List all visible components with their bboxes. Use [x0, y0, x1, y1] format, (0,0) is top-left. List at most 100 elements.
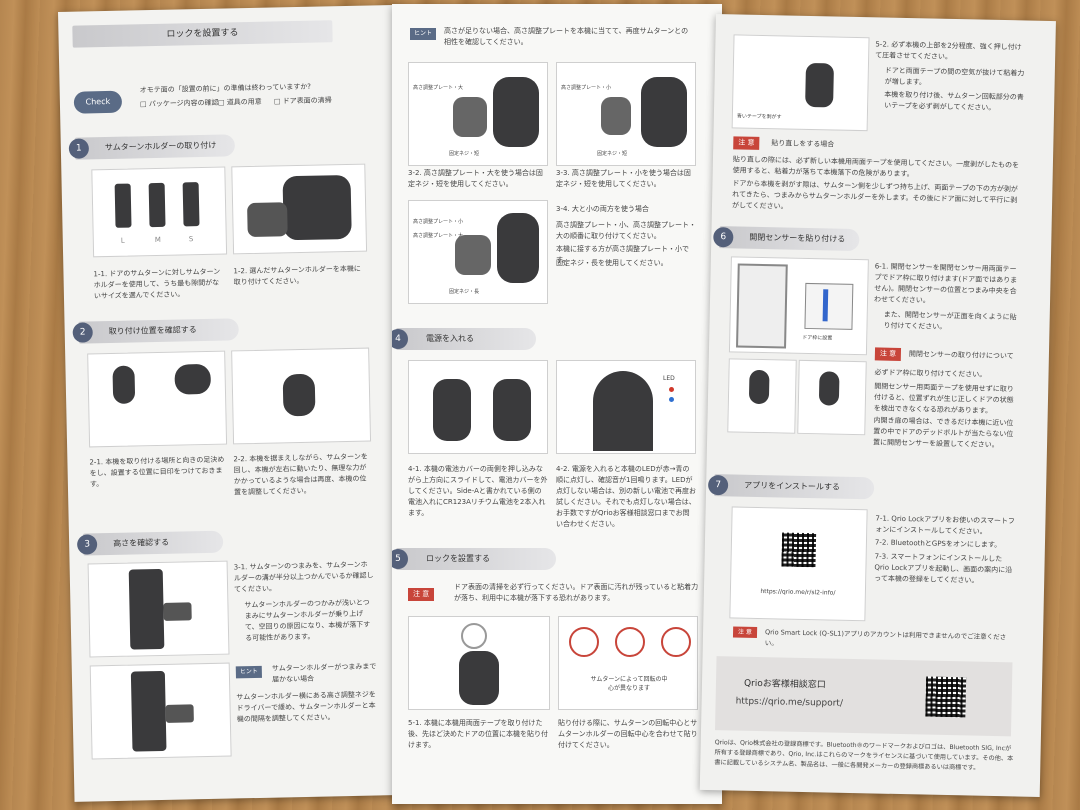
manual-panel-right: 青いテープを剥がす 5-2. 必ず本機の上部を2分程度、強く押し付けて圧着させて… [699, 14, 1056, 797]
check-badge: Check [73, 90, 123, 114]
support-qr-code-icon[interactable] [925, 676, 967, 718]
step-5-caution-text: ドア表面の清掃を必ず行ってください。ドア表面に汚れが残っていると粘着力が落ち、利… [454, 583, 699, 602]
part-label: 固定ネジ・短 [597, 151, 628, 157]
step-3-3-text: 3-3. 高さ調整プレート・小を使う場合は固定ネジ・短を使用してください。 [556, 169, 691, 188]
size-label: L [120, 236, 125, 245]
led-indicator-illustration: LED [556, 360, 696, 454]
step-7-1-text: 7-1. Qrio Lockアプリをお使いのスマートフォンにインストールしてくだ… [875, 514, 1016, 536]
app-caution-text: Qrio Smart Lock (Q-SL1)アプリのアカウントは利用できません… [764, 628, 1007, 648]
step-6-1-text: 6-1. 開閉センサーを開閉センサー用両面テープでドア枠に取り付けます(ドア面で… [873, 262, 1018, 305]
support-url[interactable]: https://qrio.me/support/ [735, 696, 843, 709]
step-3-2-text: 3-2. 高さ調整プレート・大を使う場合は固定ネジ・短を使用してください。 [408, 169, 543, 188]
step-2-2-text: 2-2. 本機を据まえしながら、サムターンを回し、本機が左右に動いたり、無理な力… [233, 452, 368, 497]
hint-title: サムターンホルダーがつまみまで届かない場合 [271, 662, 377, 684]
red-led-icon [669, 387, 674, 392]
caution-badge: 注 意 [408, 588, 435, 601]
part-label: 固定ネジ・短 [449, 151, 480, 157]
part-label: 固定ネジ・長 [449, 289, 480, 295]
step-4-title: 電源を入れる [396, 328, 536, 350]
step-6-1-note: また、開閉センサーが正面を向くように貼り付けてください。 [883, 310, 1017, 331]
trademark-footer: Qrioは、Qrio株式会社の登録商標です。Bluetooth®のワードマークお… [714, 739, 1014, 772]
support-title: Qrioお客様相談窓口 [743, 678, 826, 691]
check-question: オモテ面の「設置の前に」の準備は終わっていますか? [139, 82, 312, 95]
step-3-1-warning: サムターンホルダーのつかみが浅いとつまみにサムターンホルダーが乗り上げて、空回り… [244, 598, 371, 643]
step-1-2-text: 1-2. 選んだサムターンホルダーを本機に取り付けてください。 [233, 264, 361, 287]
hint-badge: ヒント [410, 28, 437, 40]
check-item: □ 道具の用意 [217, 97, 262, 107]
step-5-2-note: ドアと両面テープの間の空気が抜けて粘着力が増します。 [884, 66, 1025, 87]
small-plate-illustration: 高さ調整プレート・小 固定ネジ・短 [556, 62, 696, 166]
caution-badge: 注 意 [874, 347, 902, 361]
tape-label: 青いテープを剥がす [736, 113, 782, 121]
sensor-position-illustration [797, 359, 867, 436]
step-6-title: 開閉センサーを貼り付ける [719, 226, 860, 252]
step-4-number: 4 [392, 329, 408, 349]
check-item: □ ドア表面の清掃 [273, 96, 332, 106]
step-4-2-text: 4-2. 電源を入れると本機のLEDが赤→青の順に点灯し、確認音が1回鳴ります。… [556, 465, 696, 528]
door-frame-sensor-illustration: ドア枠に設置 [728, 256, 869, 356]
sensor-caution-item: 必ずドア枠に取り付けてください。 [874, 368, 987, 379]
large-plate-illustration: 高さ調整プレート・大 固定ネジ・短 [408, 62, 548, 166]
manual-panel-left: ロックを設置する Check オモテ面の「設置の前に」の準備は終わっていますか?… [58, 4, 417, 802]
step-5-1-note: 貼り付ける際に、サムターンの回転中心とサムターンホルダーの回転中心を合わせて貼り… [558, 719, 698, 749]
sensor-position-illustration [727, 358, 797, 434]
holder-attach-illustration [231, 163, 368, 255]
sensor-caution-item: 開閉センサー用両面テープを使用せずに取り付けると、位置ずれが生じ正しくドアの状態… [873, 382, 1014, 415]
mount-lock-illustration [408, 616, 550, 710]
step-5-2-text: 5-2. 必ず本機の上部を2分程度、強く押し付けて圧着させてください。 [875, 40, 1022, 61]
holder-sizes-illustration: L M S [91, 166, 228, 258]
reattach-item: 貼り直しの際には、必ず新しい本機用両面テープを使用してください。一度剥がしたもの… [732, 155, 1020, 179]
both-plates-illustration: 高さ調整プレート・小 高さ調整プレート・大 固定ネジ・長 [408, 200, 548, 304]
size-label: M [154, 235, 161, 245]
part-label: 高さ調整プレート・大 [413, 85, 464, 91]
step-3-4-text: 3-4. 大と小の両方を使う場合 [556, 205, 649, 213]
step-5-2-tape-note: 本機を取り付け後、サムターン回転部分の青いテープを必ず剥がしてください。 [884, 90, 1024, 112]
step-3-4-item: 高さ調整プレート・小、高さ調整プレート・大の順番に取り付けてください。 [556, 221, 696, 240]
reattach-item: ドアから本機を剥がす際は、サムターン側を少しずつ持ち上げ、両面テープの下の方が剥… [731, 179, 1018, 211]
caution-badge: 注 意 [733, 136, 760, 150]
step-3-1-text: 3-1. サムターンのつまみを、サムターンホルダーの溝が半分以上つかんでいるか確… [233, 560, 374, 594]
step-4-1-text: 4-1. 本機の電池カバーの両側を押し込みながら上方向にスライドして、電池カバー… [408, 465, 548, 517]
hint-badge: ヒント [235, 665, 263, 679]
size-label: S [188, 235, 194, 244]
page-title: ロックを設置する [72, 20, 333, 48]
battery-cover-illustration [408, 360, 548, 454]
sensor-icon [822, 289, 829, 322]
part-label: 高さ調整プレート・小 [413, 219, 464, 225]
part-label: 高さ調整プレート・小 [561, 85, 612, 91]
step-2-1-text: 2-1. 本機を取り付ける場所と向きの足決めをし、設置する位置に目印をつけておき… [89, 455, 225, 489]
support-box: Qrioお客様相談窓口 https://qrio.me/support/ [715, 656, 1013, 737]
sensor-caution-title: 開閉センサーの取り付けについて [908, 350, 1014, 361]
press-lock-illustration: 青いテープを剥がす [731, 34, 870, 132]
app-qr-url[interactable]: https://qrio.me/r/sl2-info/ [760, 588, 836, 597]
rotation-center-illustration: サムターンによって回転の中心が異なります [558, 616, 698, 710]
hint-text: サムターンホルダー横にある高さ調整ネジをドライバーで緩め、サムターンホルダーと本… [236, 690, 376, 724]
rotation-note: サムターンによって回転の中心が異なります [590, 676, 668, 692]
door-frame-label: ドア枠に設置 [802, 334, 833, 342]
step-3-title: 高さを確認する [82, 530, 224, 556]
turn-knob-illustration [231, 347, 372, 445]
app-qr-box: https://qrio.me/r/sl2-info/ [729, 506, 868, 622]
step-5-number: 5 [392, 549, 408, 569]
position-check-illustration [87, 350, 228, 448]
sensor-caution-item: 内開き扉の場合は、できるだけ本機に近い位置の中でドアのデッドボルトが当たらない位… [872, 416, 1014, 450]
step-1-1-text: 1-1. ドアのサムターンに対しサムターンホルダーを使用して、うち最も隙間がない… [93, 267, 221, 301]
height-screw-illustration [89, 662, 232, 760]
plate-intro-text: 高さが足りない場合、高さ調整プレートを本機に当てて、再度サムターンとの相性を確認… [444, 27, 689, 46]
step-7-title: アプリをインストールする [713, 474, 875, 500]
manual-panel-center: ヒント 高さが足りない場合、高さ調整プレートを本機に当てて、再度サムターンとの相… [392, 4, 722, 804]
step-5-title: ロックを設置する [396, 548, 556, 570]
step-1-title: サムターンホルダーの取り付け [74, 134, 236, 160]
part-label: 高さ調整プレート・大 [413, 233, 464, 239]
led-label: LED [663, 375, 675, 382]
caution-badge: 注 意 [732, 626, 758, 638]
height-check-illustration [87, 560, 230, 658]
step-7-3-text: 7-3. スマートフォンにインストールしたQrio Lockアプリを起動し、画面… [874, 552, 1013, 585]
app-qr-code-icon[interactable] [781, 532, 817, 568]
step-2-title: 取り付け位置を確認する [78, 318, 239, 344]
check-item: □ パッケージ内容の確認 [139, 98, 219, 109]
step-3-4-item: 本機に接する方が高さ調整プレート・小です。 [556, 245, 689, 264]
blue-led-icon [669, 397, 674, 402]
reattach-title: 貼り直しをする場合 [771, 139, 835, 149]
step-7-2-text: 7-2. BluetoothとGPSをオンにします。 [874, 538, 1002, 550]
